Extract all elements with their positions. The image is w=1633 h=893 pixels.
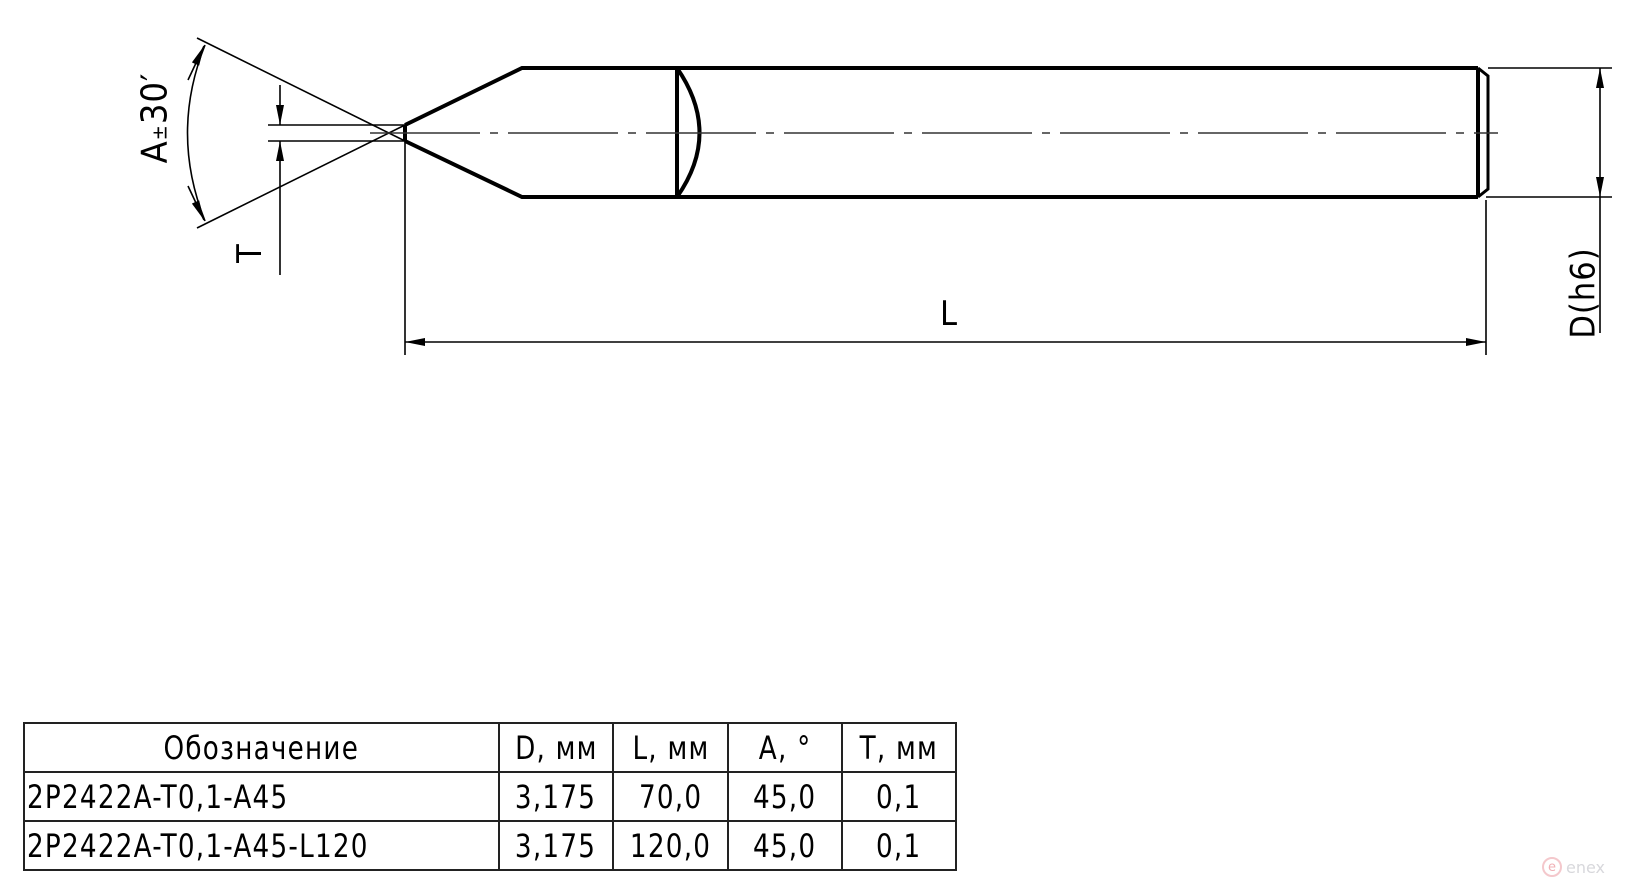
cell-diameter: 3,175: [498, 771, 614, 822]
cell-tip-width: 0,1: [841, 771, 957, 822]
header-diameter: D, мм: [498, 722, 614, 773]
cell-length: 120,0: [612, 820, 729, 871]
table-row: 2P2422A-T0,1-A45 3,175 70,0 45,0 0,1: [23, 771, 957, 822]
diameter-label: D(h6): [1563, 247, 1604, 339]
cell-designation: 2P2422A-T0,1-A45-L120: [23, 820, 500, 871]
diameter-dimension: [1486, 67, 1612, 333]
cell-diameter: 3,175: [498, 820, 614, 871]
header-designation: Обозначение: [23, 722, 500, 773]
cell-designation: 2P2422A-T0,1-A45: [23, 771, 500, 822]
cell-angle: 45,0: [727, 820, 843, 871]
watermark-text: enex: [1566, 857, 1606, 877]
length-label: L: [940, 294, 959, 334]
cell-length: 70,0: [612, 771, 729, 822]
length-dimension: [405, 200, 1487, 355]
tip-width-label: T: [229, 243, 270, 263]
header-length: L, мм: [612, 722, 729, 773]
angle-label: A±30′: [134, 72, 176, 164]
angle-extension-lines: [196, 37, 406, 229]
header-angle: A, °: [727, 722, 843, 773]
tip-width-dimension: [268, 85, 405, 275]
watermark: e enex: [1542, 857, 1605, 877]
cell-angle: 45,0: [727, 771, 843, 822]
enex-logo-icon: e: [1542, 857, 1562, 877]
specification-table: Обозначение D, мм L, мм A, ° T, мм 2P242…: [23, 722, 957, 871]
table-row: 2P2422A-T0,1-A45-L120 3,175 120,0 45,0 0…: [23, 820, 957, 871]
angle-dimension-arc: [186, 44, 206, 222]
cell-tip-width: 0,1: [841, 820, 957, 871]
header-tip-width: T, мм: [841, 722, 957, 773]
table-header-row: Обозначение D, мм L, мм A, ° T, мм: [23, 722, 957, 773]
